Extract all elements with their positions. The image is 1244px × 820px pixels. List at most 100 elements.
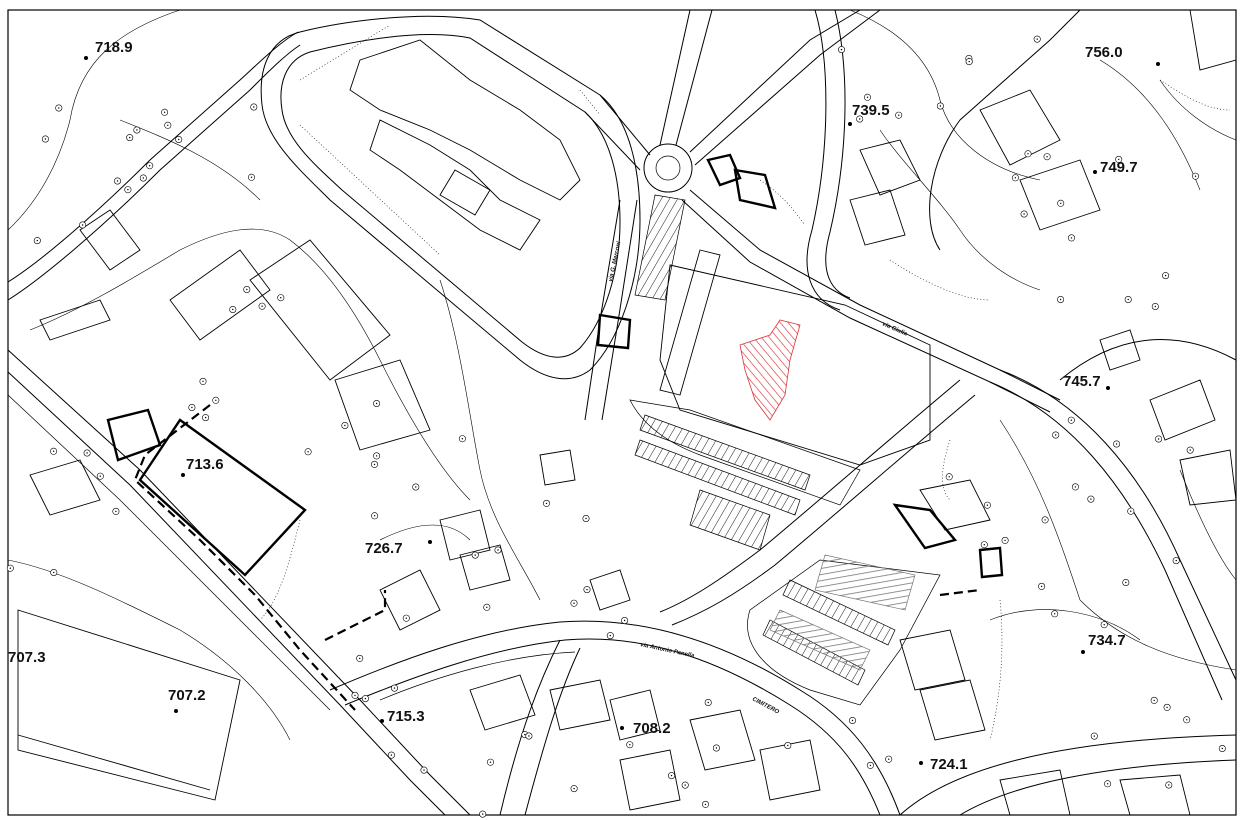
tree-center xyxy=(486,606,488,608)
elevation-label: 734.7 xyxy=(1088,632,1126,649)
tree-center xyxy=(1168,784,1170,786)
tree-center xyxy=(253,106,255,108)
tree-center xyxy=(866,96,869,99)
tree-center xyxy=(393,687,396,689)
street-label: via Antonio Panella xyxy=(640,642,696,659)
tree-center xyxy=(840,48,843,51)
tree-center xyxy=(142,177,144,179)
tree-center xyxy=(1115,443,1118,445)
tree-center xyxy=(573,787,575,790)
tree-center xyxy=(1106,783,1109,785)
tree-center xyxy=(1153,699,1155,702)
tree-center xyxy=(86,452,88,454)
road-network xyxy=(7,9,1237,816)
tree-center xyxy=(1060,202,1062,204)
tree-center xyxy=(1186,719,1188,721)
tree-center xyxy=(1004,539,1006,542)
tree-center xyxy=(250,176,253,178)
tree-center xyxy=(1054,613,1056,615)
tree-center xyxy=(1103,624,1105,626)
tree-center xyxy=(1059,298,1062,301)
embankment-hatching xyxy=(259,24,1231,741)
tree-center xyxy=(354,694,356,697)
tree-center xyxy=(129,136,131,139)
tree-center xyxy=(1127,298,1129,301)
tree-center xyxy=(359,657,361,660)
tree-center xyxy=(99,475,102,477)
tree-center xyxy=(1055,434,1057,436)
tree-center xyxy=(609,634,611,637)
tree-center xyxy=(1090,498,1092,500)
tree-center xyxy=(489,761,492,763)
elevation-label: 718.9 xyxy=(95,39,133,56)
tree-center xyxy=(44,138,47,140)
tree-center xyxy=(1175,559,1177,562)
tree-center xyxy=(1130,510,1132,512)
tree-center xyxy=(1221,747,1224,750)
tree-center xyxy=(58,107,60,109)
tree-center xyxy=(1194,175,1197,177)
elevation-label: 756.0 xyxy=(1085,44,1123,61)
parking-lots xyxy=(629,194,941,706)
tree-center xyxy=(859,118,861,120)
tree-center xyxy=(715,747,718,749)
tree-center xyxy=(585,517,587,520)
tree-center xyxy=(9,567,11,569)
tree-center xyxy=(707,701,709,704)
tree-center xyxy=(461,438,464,440)
tree-center xyxy=(81,224,84,226)
tree-center xyxy=(573,602,575,604)
tree-center xyxy=(968,60,970,63)
tree-center xyxy=(869,764,872,767)
contour-lines xyxy=(7,9,1237,741)
tree-center xyxy=(373,463,376,466)
tree-center xyxy=(116,180,119,182)
elevation-label: 726.7 xyxy=(365,540,403,557)
tree-center xyxy=(670,774,673,777)
tree-center xyxy=(261,305,263,307)
tree-center xyxy=(390,754,393,756)
tree-center xyxy=(405,617,407,619)
tree-center xyxy=(1014,177,1017,179)
tree-center xyxy=(1189,449,1191,451)
tree-center xyxy=(586,588,588,591)
tree-center xyxy=(280,297,282,299)
tree-center xyxy=(1070,419,1073,421)
tree-center xyxy=(629,744,631,746)
tree-center xyxy=(127,189,129,191)
tree-center xyxy=(375,455,378,457)
tree-center xyxy=(115,510,117,513)
tree-center xyxy=(1118,158,1120,161)
elevation-label: 707.3 xyxy=(8,649,46,666)
elevation-label: 708.2 xyxy=(633,720,671,737)
tree-center xyxy=(167,124,169,127)
tree-center xyxy=(1046,156,1048,158)
tree-center xyxy=(373,515,376,517)
tree-center xyxy=(191,406,193,409)
tree-center xyxy=(1027,153,1029,155)
tree-center xyxy=(423,769,425,771)
tree-center xyxy=(1040,585,1043,588)
elevation-label: 745.7 xyxy=(1063,373,1101,390)
street-label: via G. Marconi xyxy=(608,241,622,283)
elevation-label: 715.3 xyxy=(387,708,425,725)
tree-center xyxy=(1093,735,1096,737)
tree-center xyxy=(307,451,309,453)
tree-center xyxy=(623,619,626,622)
elevation-label: 707.2 xyxy=(168,687,206,704)
tree-center xyxy=(136,129,138,131)
buildings xyxy=(17,9,1237,816)
tree-center xyxy=(983,544,985,546)
elevation-label: 713.6 xyxy=(186,456,224,473)
map-frame xyxy=(7,9,1237,816)
street-labels: via Antonio Panella CIMITERO via Giulia … xyxy=(608,241,909,716)
dashed-path-3 xyxy=(939,588,981,597)
tree-center xyxy=(375,402,378,405)
tree-center xyxy=(482,813,484,815)
tree-center xyxy=(684,784,686,786)
street-label: CIMITERO xyxy=(751,696,780,715)
tree-center xyxy=(939,105,942,107)
tree-center xyxy=(704,803,707,806)
tree-center xyxy=(364,697,367,700)
